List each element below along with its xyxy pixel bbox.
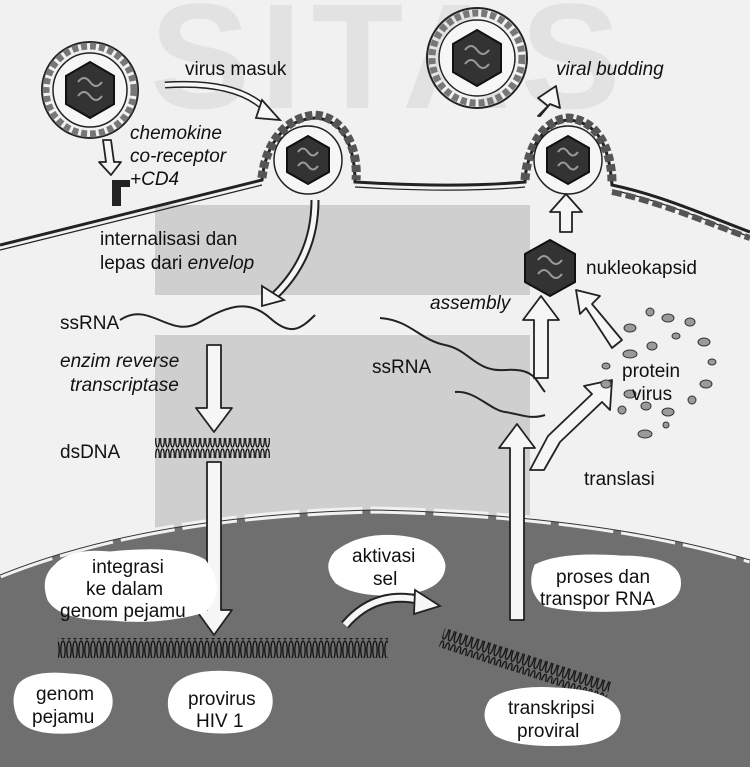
provirus-coil [58, 638, 388, 658]
label-enzim-2: transcriptase [70, 374, 179, 397]
virus-incoming [42, 42, 138, 138]
label-integrasi-3: genom pejamu [60, 600, 186, 623]
arrow-translation [530, 380, 612, 470]
label-ssrna-left: ssRNA [60, 312, 119, 335]
label-dsdna: dsDNA [60, 441, 120, 464]
label-integrasi-2: ke dalam [86, 578, 163, 601]
label-co-receptor: co-receptor [130, 145, 226, 168]
label-genom-2: pejamu [32, 706, 94, 729]
nucleocapsid-icon [525, 240, 575, 296]
label-internalisasi-2: lepas dari envelop [100, 252, 254, 275]
label-enzim-1: enzim reverse [60, 350, 179, 373]
arrow-to-receptor [99, 140, 121, 175]
arrow-viral-budding [538, 86, 560, 116]
virus-budding [534, 126, 602, 194]
label-aktivasi-2: sel [373, 568, 397, 591]
label-cd4: +CD4 [130, 168, 179, 191]
label-protein-1: protein [622, 360, 680, 383]
label-provirus-2: HIV 1 [196, 710, 244, 733]
label-assembly: assembly [430, 292, 510, 315]
label-nukleokapsid: nukleokapsid [586, 257, 697, 280]
label-translasi: translasi [584, 468, 655, 491]
virus-entering [274, 126, 342, 194]
label-aktivasi-1: aktivasi [352, 545, 415, 568]
dsdna-coil [155, 438, 270, 458]
label-genom-1: genom [36, 683, 94, 706]
label-integrasi-1: integrasi [92, 556, 164, 579]
label-internalisasi-2a: lepas dari [100, 253, 188, 274]
label-internalisasi-1: internalisasi dan [100, 228, 237, 251]
membrane-beads [612, 192, 750, 238]
ssrna-strand-left [120, 306, 315, 329]
label-viral-budding: viral budding [556, 58, 664, 81]
label-provirus-1: provirus [188, 688, 256, 711]
arrow-to-budding [550, 194, 582, 232]
label-transkripsi-2: proviral [517, 720, 579, 743]
label-chemokine: chemokine [130, 122, 222, 145]
label-proses-1: proses dan [556, 566, 650, 589]
label-internalisasi-2b: envelop [188, 253, 255, 274]
label-protein-2: virus [632, 383, 672, 406]
label-ssrna-right: ssRNA [372, 356, 431, 379]
arrow-protein-to-capsid [576, 290, 622, 348]
label-proses-2: transpor RNA [540, 588, 655, 611]
label-virus-masuk: virus masuk [185, 58, 286, 81]
virus-released [427, 8, 527, 108]
label-transkripsi-1: transkripsi [508, 697, 595, 720]
